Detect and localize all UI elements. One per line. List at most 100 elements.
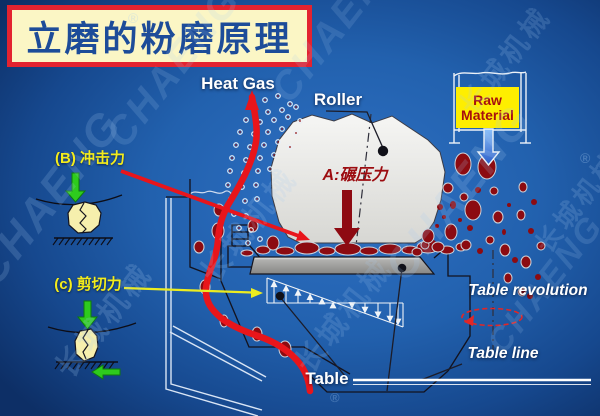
fine-particle-core [277,141,279,143]
particle [507,203,511,207]
particle [489,186,499,196]
fine-particle [262,97,268,103]
particle [275,246,295,256]
raw-material-label: Raw Material [456,87,519,128]
page-title: 立磨的粉磨原理 [26,19,293,59]
particle [464,199,482,221]
particle [518,181,528,193]
particle [516,209,526,221]
inlet-duct-lines [165,190,267,416]
fine-particle [243,117,249,123]
heat-gas-flow-curve [202,90,314,395]
fine-particle [293,130,299,136]
fine-particle-core [256,198,258,200]
particle [266,235,280,251]
fine-particle [245,240,251,246]
fine-particle-core [255,184,257,186]
impact-force-label: (B) 冲击力 [55,150,125,167]
fine-particle [275,139,281,145]
particle [459,192,469,202]
fine-particle [297,118,303,124]
up-force-arrow-icon [282,284,290,292]
fine-particle [248,227,254,233]
crack-line [82,329,89,360]
ground-hatch [52,237,113,246]
shear-direction-arrow-icon [91,364,121,380]
fine-particle-core [247,242,249,244]
fine-particle [287,101,293,107]
fine-particle [253,182,259,188]
particle [240,249,254,257]
fine-particle-core [273,119,275,121]
fine-particle-core [264,99,266,101]
diagram-dot [275,291,285,301]
particle [475,187,481,193]
impact-force-arrow [120,169,310,241]
fine-particle-core [281,109,283,111]
fine-particle [285,114,291,120]
table-revolution-label: Table revolution [468,282,588,299]
particle [499,243,511,257]
particle [536,241,546,251]
roller-leader-line [325,110,384,149]
fine-particle-core [269,168,271,170]
particle [454,152,472,176]
particle [467,225,473,231]
fine-particle-core [245,119,247,121]
roller-label: Roller [313,90,363,109]
fine-particle [271,152,277,158]
fine-particle-core [244,200,246,202]
fine-particle-core [263,144,265,146]
crack-line [79,202,87,234]
fine-particle [279,126,285,132]
table-line-label: Table line [467,345,539,362]
table-surface-line [353,378,591,386]
particle [435,224,439,228]
fine-particle-core [281,128,283,130]
particle [503,272,513,284]
impact-green-arrow-icon [64,172,87,203]
particle [517,287,527,297]
fine-particle-core [273,154,275,156]
shear-force-arrow [123,286,263,298]
fine-particle [229,155,235,161]
fine-particle-core [245,159,247,161]
fine-particle [227,168,233,174]
up-force-arrow-icon [270,280,278,288]
crush-diagram-impact [35,172,123,246]
fine-particle [265,109,271,115]
roller-axis-line [355,113,372,247]
particle [431,241,445,253]
table-label: Table [305,369,349,388]
fine-particle [225,182,231,188]
particle [318,246,336,256]
up-force-arrow-icon [294,288,302,296]
particle [450,201,456,209]
particle [527,293,533,299]
particle [485,235,495,245]
particle [535,274,541,280]
fine-particle [237,129,243,135]
table-line-leader [420,363,463,381]
falling-particles [411,152,546,299]
particle [437,204,443,210]
fine-particle-core [259,121,261,123]
fine-particle [254,196,260,202]
fine-particle-core [227,184,229,186]
down-force-arrow-icon [394,318,402,326]
casing-torn-edge-line [187,190,234,197]
title-box: 立磨的粉磨原理 [7,5,312,67]
particle [528,228,534,234]
fine-particle-core [235,144,237,146]
particle [193,240,205,254]
fine-particle [293,104,299,110]
table-dot-leader [386,267,403,392]
fine-particle [265,129,271,135]
particle [512,257,518,263]
fine-particle [279,107,285,113]
heat-gas-arrowhead-icon [245,90,259,110]
fine-particle [257,155,263,161]
particle [442,182,454,194]
shear-force-label: (c) 剪切力 [54,276,122,293]
